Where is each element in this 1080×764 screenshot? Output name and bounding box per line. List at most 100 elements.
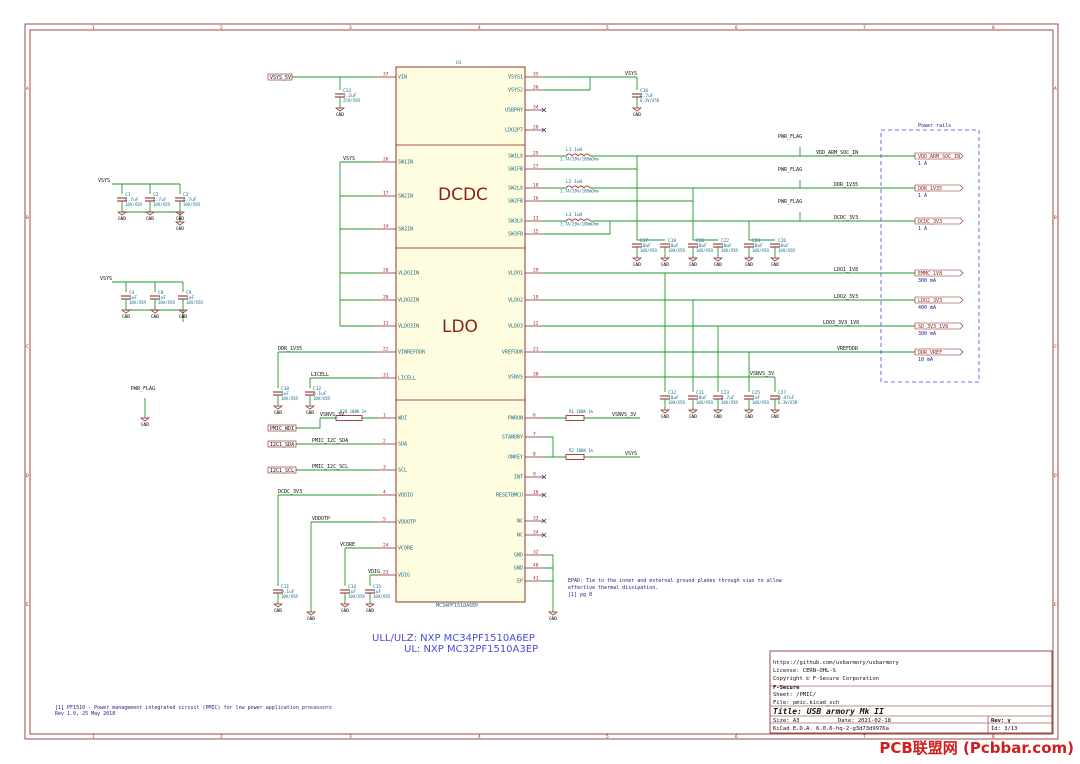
net-vsys-5v: VSYS_5V (270, 75, 291, 81)
net-ldo3-3v3-1v8: LDO3_3V3_1V8 (823, 320, 859, 326)
chip-left-pin-name-vddotp: VDDOTP (398, 520, 416, 526)
chip-right-pin-number: 8 (533, 452, 536, 458)
gnd-triangle (364, 603, 376, 608)
gnd-triangle (174, 221, 186, 226)
rail-current: 300 mA (918, 331, 936, 337)
gnd-label: GND (176, 226, 184, 232)
net-vddotp: VDDOTP (312, 516, 330, 522)
cap-value: 0.1uF (313, 391, 327, 397)
ground-symbol: GND (144, 211, 156, 222)
chip-left-pin-name-vinrefddr: VINREFDDR (398, 350, 426, 356)
resistor-r1: R1 100K 1% (565, 409, 594, 421)
chip-right-pin-name-ep: EP (517, 579, 523, 585)
rail-name: DCDC_3V3 (918, 219, 942, 225)
power-rails-title: Power rails (918, 123, 951, 129)
chip-left-pin-number: 26 (383, 157, 389, 163)
cap-spec: 10V/X5R (183, 202, 200, 207)
rail-name: EMMC_1V8 (918, 271, 942, 277)
cap-spec: 10V/X5R (373, 594, 390, 599)
power-rail-vdd-arm-soc-in: VDD_ARM_SOC_IN1 A (914, 152, 964, 167)
ground-symbol: GND (139, 417, 151, 428)
cap-spec: 10V/X5R (186, 300, 203, 305)
chip-right-pin-number: 28 (533, 125, 539, 131)
inductor-spec: 1.7A/20%/180mOhm (560, 222, 599, 227)
gnd-label: GND (151, 314, 159, 320)
capacitors: C132.2uF25V/X5RC164.7uF6.3V/X5RC14.7uF10… (117, 88, 798, 604)
resistor-r2: R2 100K 1% (565, 448, 594, 460)
ground-symbol: GND (334, 107, 346, 118)
cap-spec: 10V/X5R (668, 400, 685, 405)
gnd-triangle (769, 409, 781, 414)
chip-left-pin-name-vldo1in: VLDO1IN (398, 271, 419, 277)
grid-col-top-2: 2 (220, 25, 223, 31)
cap-value: 1uF (373, 589, 381, 595)
net-vsnvs-3v-right: VSNVS_3V (750, 371, 774, 377)
chip-left-pin-name-scl: SCL (398, 468, 407, 474)
net-dcdc-3v3-left: DCDC_3V3 (278, 489, 302, 495)
resistor-body (565, 415, 585, 421)
chip-right-pin-number: 6 (533, 413, 536, 419)
gnd-label: GND (714, 414, 722, 420)
cap-spec: 10V/X5R (721, 248, 738, 253)
cap-value: 1uF (186, 295, 194, 301)
net-vsys-sw: VSYS (343, 156, 355, 162)
chip-right-pin-name-onkey: ONKEY (508, 455, 523, 461)
cap-value: 4.7uF (125, 197, 139, 203)
ground-symbol: GND (769, 257, 781, 268)
gnd-label: GND (336, 112, 344, 118)
rail-label-box (914, 348, 964, 356)
cap-spec: 10V/X5R (640, 248, 657, 253)
chip-right-pin-number: 36 (533, 85, 539, 91)
chip-right-pin-number: 19 (533, 295, 539, 301)
net-vsnvs-3v-left: VSNVS_3V (320, 412, 344, 418)
chip-right-pin-name-int: INT (514, 475, 523, 481)
sheet-frame-outer (24, 23, 1059, 740)
cap-value: 4.7uF (183, 197, 197, 203)
chip-right-pin-number: 10 (533, 490, 539, 496)
grid-col-bottom-8: 8 (992, 734, 995, 740)
gnd-triangle (120, 309, 132, 314)
ground-symbol: GND (547, 611, 559, 622)
grid-col-top-7: 7 (863, 25, 866, 31)
chip-left-pin-number: 3 (383, 465, 386, 471)
ground-symbol: GND (272, 405, 284, 416)
chip-left-pin-number: 4 (383, 490, 386, 496)
chip-right-pin-name-gnd: GND (514, 553, 523, 559)
net-pmic-i2c-scl: PMIC_I2C_SCL (312, 464, 348, 470)
chip-left-pin-number: 1 (383, 413, 386, 419)
grid-col-bottom-4: 4 (478, 734, 481, 740)
variant-note-line2: UL: NXP MC32PF1510A3EP (404, 644, 538, 655)
gnd-label: GND (771, 262, 779, 268)
net-vdd-arm-soc-in: VDD_ARM_SOC_IN (816, 150, 858, 156)
inductor-coil (565, 153, 591, 157)
cap-spec: 10V/X5R (668, 248, 685, 253)
net-labels: VSYS_5V VSYS VSYS VSYS DDR_1V35 LICELL V… (98, 71, 859, 575)
gnd-label: GND (689, 262, 697, 268)
grid-col-top-4: 4 (478, 25, 481, 31)
tb-company: F-Secure (773, 685, 800, 691)
no-connect-markers (541, 107, 547, 538)
ground-symbol: GND (304, 405, 316, 416)
rail-name: LDO2_3V3 (918, 298, 942, 304)
chip-left-pin-name-wdi: WDI (398, 416, 407, 422)
grid-row-right-C: C (1054, 344, 1057, 350)
net-i2c1-sda: I2C1_SDA (270, 442, 294, 448)
gnd-triangle (144, 211, 156, 216)
chip-left-pin-name-vdig: VDIG (398, 573, 410, 579)
net-pmic-wdi: PMIC_WDI (270, 426, 294, 432)
chip-right-pin-name-ldo2p7: LDO2P7 (505, 128, 523, 134)
cap-value: 0.1uF (281, 589, 295, 595)
tb-kicad: KiCad E.D.A. 6.0.6-hq-2-g3d73d9976a (773, 726, 889, 732)
gnd-triangle (272, 603, 284, 608)
